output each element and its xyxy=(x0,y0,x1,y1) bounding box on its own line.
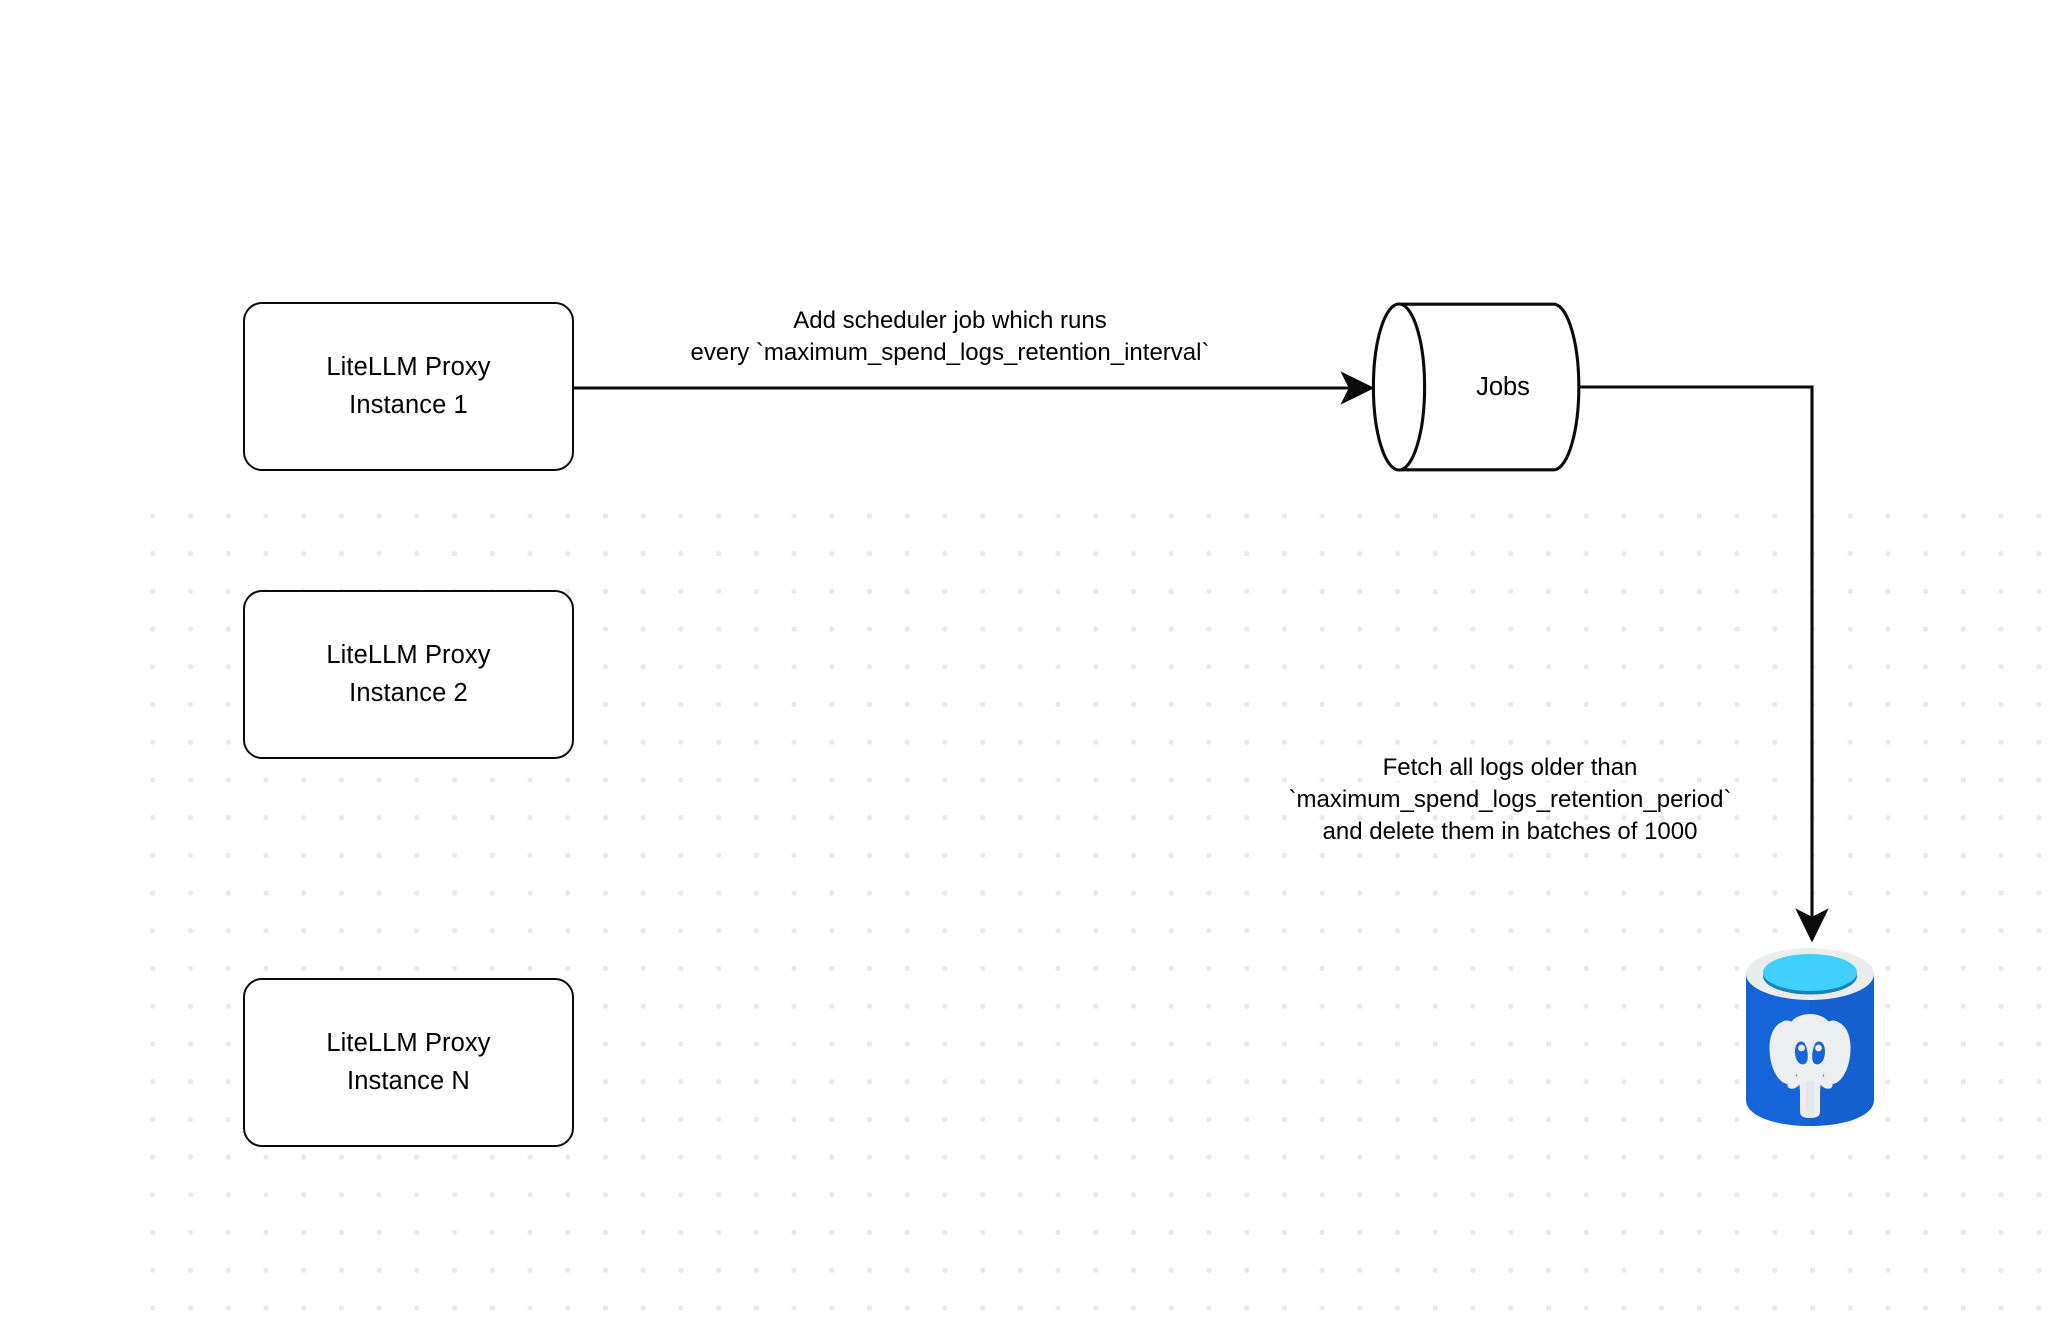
edge-label-fetch-and-delete-logs: Fetch all logs older than `maximum_spend… xyxy=(1230,752,1790,848)
node-label-line2: Instance 2 xyxy=(349,678,468,707)
edge-label-line2: `maximum_spend_logs_retention_period` xyxy=(1288,785,1732,813)
node-litellm-proxy-instance-1[interactable]: LiteLLM Proxy Instance 1 xyxy=(243,302,574,471)
edge-label-add-scheduler-job: Add scheduler job which runs every `maxi… xyxy=(600,305,1300,369)
node-label-line2: Instance N xyxy=(347,1066,470,1095)
postgresql-database-icon[interactable] xyxy=(1742,944,1878,1130)
node-jobs-label: Jobs xyxy=(1476,372,1530,401)
edge-jobs-to-postgres xyxy=(1580,385,1829,943)
node-jobs-queue[interactable]: Jobs xyxy=(1371,302,1582,472)
edge-label-line3: and delete them in batches of 1000 xyxy=(1322,817,1698,845)
edge-label-line1: Add scheduler job which runs xyxy=(792,307,1108,334)
node-label-line1: LiteLLM Proxy xyxy=(326,353,491,382)
node-label-line1: LiteLLM Proxy xyxy=(326,1029,491,1058)
node-label-line1: LiteLLM Proxy xyxy=(326,641,491,670)
cylinder-shape xyxy=(1371,302,1581,472)
node-label-line2: Instance 1 xyxy=(349,390,468,419)
node-litellm-proxy-instance-2[interactable]: LiteLLM Proxy Instance 2 xyxy=(243,590,574,759)
postgresql-elephant-icon xyxy=(1746,948,1874,1126)
edge-label-line2: every `maximum_spend_logs_retention_inte… xyxy=(690,338,1210,366)
node-litellm-proxy-instance-n[interactable]: LiteLLM Proxy Instance N xyxy=(243,978,574,1147)
edge-label-line1: Fetch all logs older than xyxy=(1381,754,1639,781)
